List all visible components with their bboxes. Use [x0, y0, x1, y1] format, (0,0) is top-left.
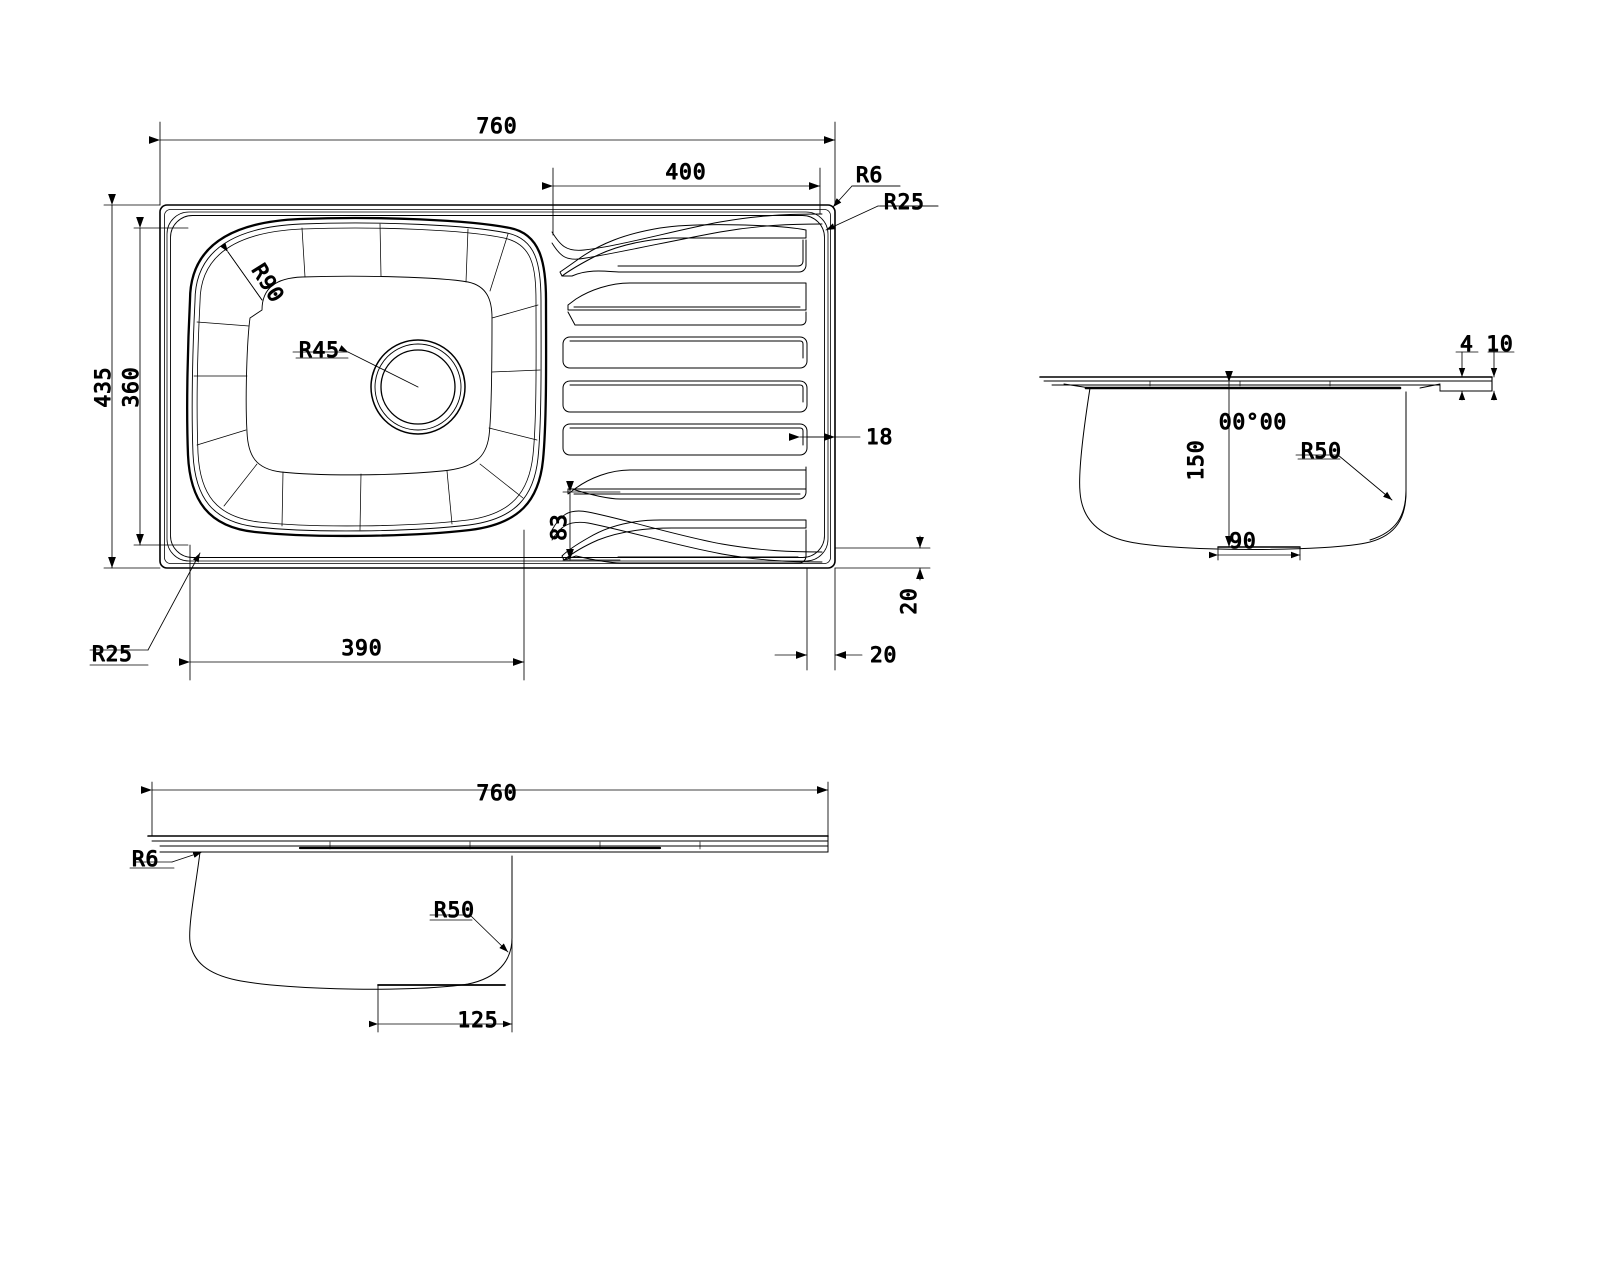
side-rim	[1039, 376, 1493, 392]
dim-overall-width: 760	[477, 114, 518, 138]
dim-bowl-height: 360	[119, 367, 143, 408]
side-dimensions	[1209, 351, 1498, 561]
front-bowl-profile	[189, 851, 513, 990]
side-section-view: 150 90 4 10 R50 00°00	[1039, 331, 1513, 561]
radius-outer-corner: R6	[856, 163, 883, 187]
plan-dimensions	[103, 121, 931, 681]
dim-front-overall-width: 760	[477, 781, 518, 805]
dim-base-offset: 125	[458, 1008, 499, 1032]
radius-bowl-corner-bottom-left: R25	[92, 642, 133, 666]
front-section-view: 760 125 R6 R50	[131, 780, 829, 1033]
callout-underlines	[89, 185, 1515, 921]
front-dimensions	[133, 781, 829, 1033]
radius-front-rim-edge: R6	[132, 847, 159, 871]
radius-front-bowl-base: R50	[434, 898, 475, 922]
side-section-annotation: 00°00	[1219, 410, 1287, 434]
sink-outer-plate	[159, 204, 836, 569]
side-bowl-profile	[1079, 387, 1407, 550]
dim-overall-height: 435	[91, 367, 115, 408]
front-rim	[147, 835, 829, 853]
radius-drainer-corner: R25	[884, 190, 925, 214]
dim-rim-offset-right: 20	[897, 587, 921, 614]
dim-base-width: 90	[1229, 529, 1256, 553]
dim-drainer-width: 400	[666, 160, 707, 184]
dim-rim-offset-bottom: 20	[870, 643, 897, 667]
dim-bowl-to-drainer: 83	[547, 513, 571, 540]
dim-bowl-depth: 150	[1184, 440, 1208, 481]
dim-rim-thickness: 4	[1460, 332, 1474, 356]
waste-hole	[370, 339, 466, 435]
dim-groove-offset: 18	[866, 425, 893, 449]
dim-bowl-width: 390	[342, 636, 383, 660]
plan-view: 760 400 435 360 390 83 18 20 20 R6 R25 R…	[89, 113, 939, 681]
